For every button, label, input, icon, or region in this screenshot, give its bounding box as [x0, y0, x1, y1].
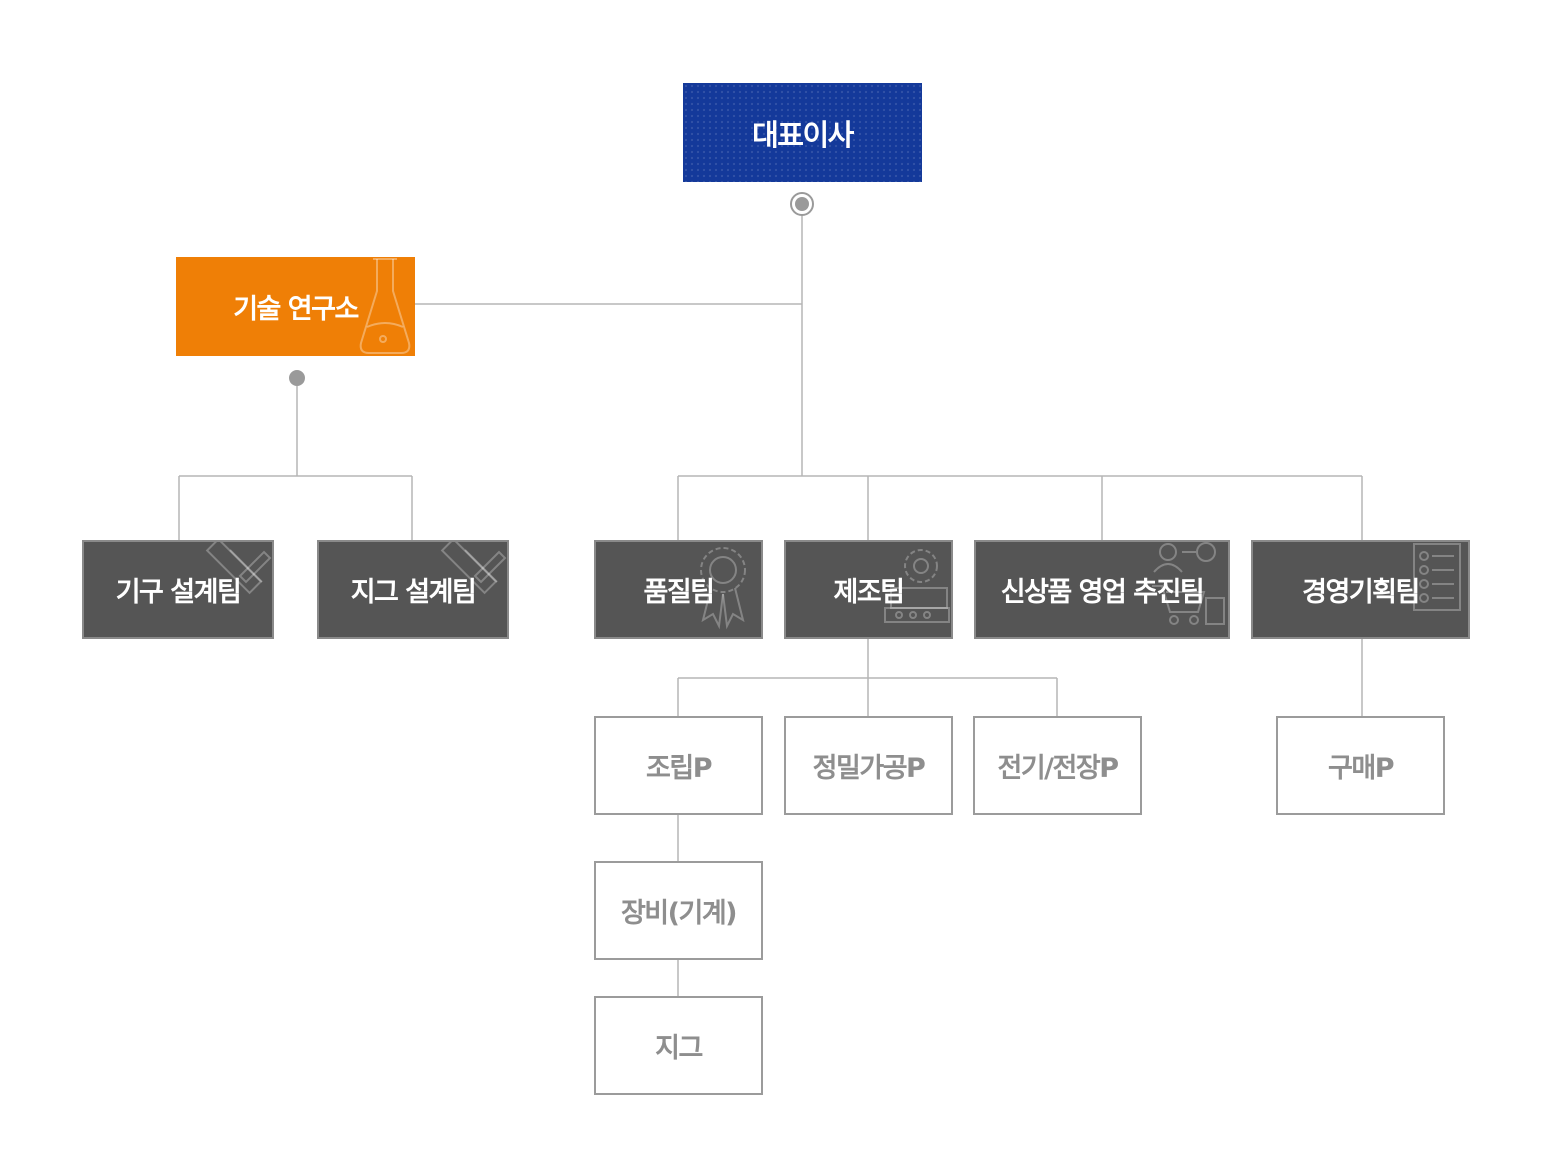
quality-badge-icon	[700, 547, 746, 630]
management-planning-team-box: 경영기획팀	[1251, 540, 1470, 639]
ceo-box: 대표이사	[683, 83, 922, 182]
flask-icon	[359, 258, 411, 354]
electrical-part-label: 전기/전장P	[997, 753, 1119, 784]
ruler-pencil-icon	[205, 542, 272, 595]
sales-cart-icon	[1152, 542, 1225, 625]
purchasing-part-label: 구매P	[1328, 753, 1394, 784]
jig-part-label: 지그	[655, 1033, 703, 1064]
manufacturing-team-label: 제조팀	[833, 577, 905, 608]
ceo-label: 대표이사	[752, 117, 854, 152]
tech-lab-label: 기술 연구소	[233, 294, 359, 325]
factory-gear-icon	[884, 549, 950, 623]
quality-team-box: 품질팀	[594, 540, 763, 639]
ceo-connector-node-icon	[790, 192, 814, 216]
mechanical-design-team-label: 기구 설계팀	[115, 577, 242, 608]
checklist-icon	[1413, 543, 1461, 611]
manufacturing-team-box: 제조팀	[784, 540, 953, 639]
equipment-part-label: 장비(기계)	[620, 898, 738, 929]
quality-team-label: 품질팀	[643, 577, 715, 608]
jig-design-team-box: 지그 설계팀	[317, 540, 509, 639]
purchasing-part-box: 구매P	[1276, 716, 1445, 815]
tech-lab-box: 기술 연구소	[176, 257, 415, 356]
precision-machining-part-label: 정밀가공P	[812, 753, 926, 784]
jig-part-box: 지그	[594, 996, 763, 1095]
jig-design-team-label: 지그 설계팀	[350, 577, 477, 608]
ruler-pencil-icon	[440, 542, 507, 595]
mechanical-design-team-box: 기구 설계팀	[82, 540, 274, 639]
assembly-part-label: 조립P	[646, 753, 712, 784]
management-planning-team-label: 경영기획팀	[1302, 577, 1420, 608]
new-product-sales-team-label: 신상품 영업 추진팀	[1000, 577, 1205, 608]
equipment-part-box: 장비(기계)	[594, 861, 763, 960]
new-product-sales-team-box: 신상품 영업 추진팀	[974, 540, 1230, 639]
precision-machining-part-box: 정밀가공P	[784, 716, 953, 815]
lab-connector-dot-icon	[289, 370, 305, 386]
assembly-part-box: 조립P	[594, 716, 763, 815]
electrical-part-box: 전기/전장P	[973, 716, 1142, 815]
